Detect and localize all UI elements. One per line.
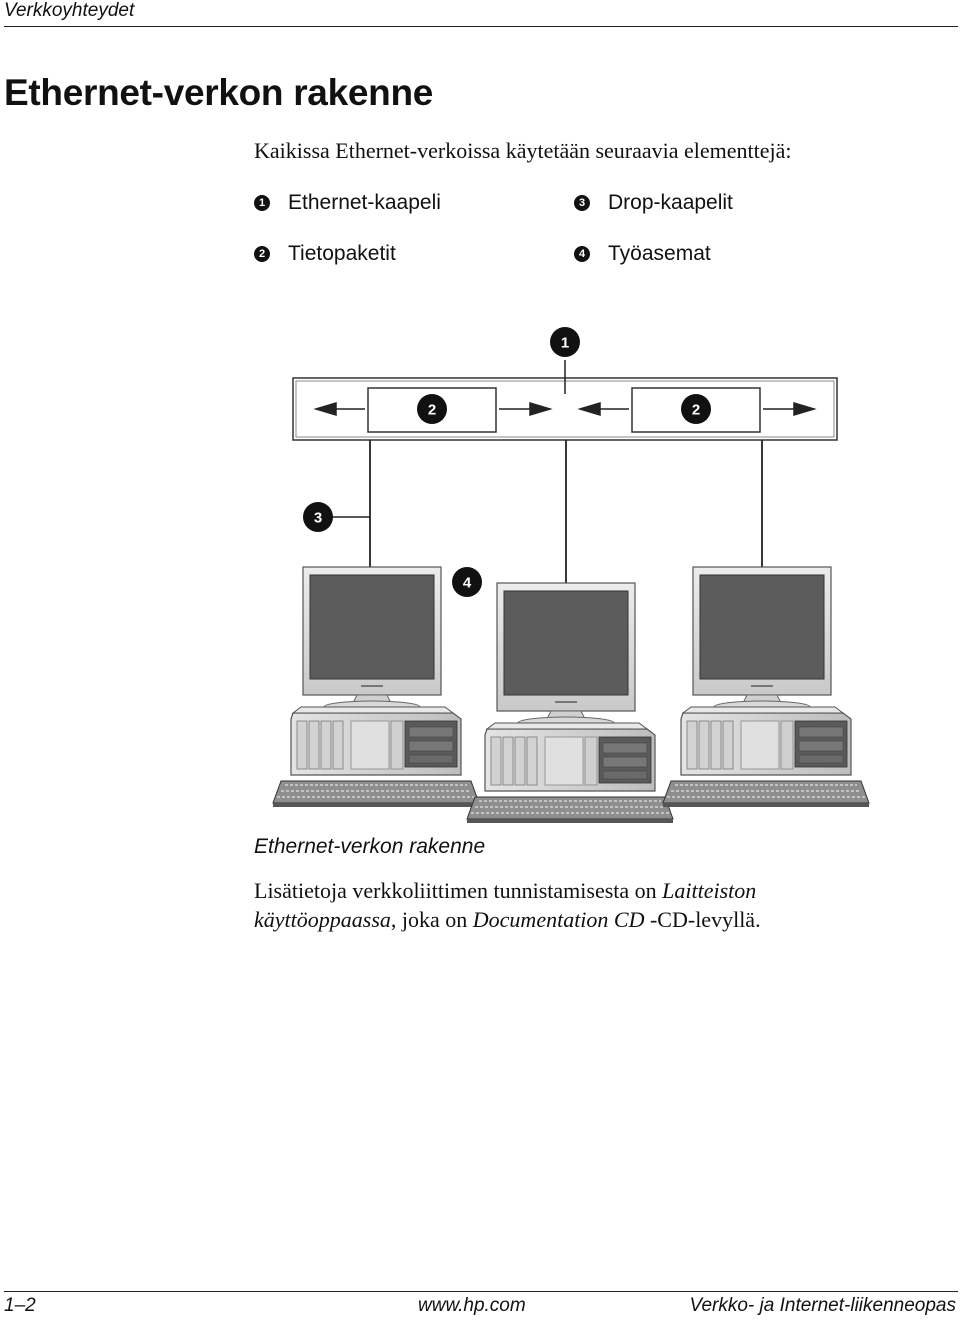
callout-number-icon: 1 — [254, 195, 270, 211]
callout-2a-icon: 2 — [417, 394, 447, 424]
intro-text: Kaikissa Ethernet-verkoissa käytetään se… — [254, 138, 792, 163]
legend-label: Työasemat — [608, 242, 711, 265]
callout-label: 4 — [463, 575, 472, 592]
figure-caption: Ethernet-verkon rakenne — [254, 835, 486, 858]
callout-number-icon: 2 — [254, 246, 270, 262]
callout-2b-icon: 2 — [681, 394, 711, 424]
page-title: Ethernet-verkon rakenne — [4, 72, 434, 113]
callout-label: 3 — [314, 510, 322, 527]
running-header: Verkkoyhteydet — [4, 0, 135, 21]
callout-label: 2 — [428, 402, 436, 419]
footer-rule — [4, 1291, 958, 1292]
note-text: Lisätietoja verkkoliittimen tunnistamise… — [254, 878, 663, 903]
legend-item-4: 4 Työasemat — [574, 242, 711, 266]
callout-label: 2 — [692, 402, 700, 419]
legend-item-3: 3 Drop-kaapelit — [574, 191, 733, 215]
legend-item-1: 1 Ethernet-kaapeli — [254, 191, 441, 215]
legend-label: Drop-kaapelit — [608, 191, 733, 214]
page-number: 1–2 — [4, 1295, 36, 1316]
footer-book-title: Verkko- ja Internet-liikenneopas — [689, 1295, 957, 1316]
callout-1-icon: 1 — [550, 327, 580, 357]
callout-4-icon: 4 — [452, 567, 482, 597]
legend-label: Tietopaketit — [288, 242, 396, 265]
legend-label: Ethernet-kaapeli — [288, 191, 441, 214]
note-text: , joka on — [390, 907, 473, 932]
ethernet-diagram: 1 2 2 3 4 — [272, 327, 870, 823]
callout-number-icon: 4 — [574, 246, 590, 262]
legend-item-2: 2 Tietopaketit — [254, 242, 396, 266]
note-text: -CD-levyllä. — [644, 907, 761, 932]
note-paragraph: Lisätietoja verkkoliittimen tunnistamise… — [254, 876, 894, 934]
header-rule — [4, 26, 958, 27]
callout-number-icon: 3 — [574, 195, 590, 211]
footer-url: www.hp.com — [418, 1295, 526, 1316]
callout-3-icon: 3 — [303, 502, 333, 532]
callout-label: 1 — [561, 335, 569, 352]
cd-title: Documentation CD — [472, 907, 645, 932]
manual-title: Laitteiston käyttöoppaassa — [254, 878, 757, 932]
